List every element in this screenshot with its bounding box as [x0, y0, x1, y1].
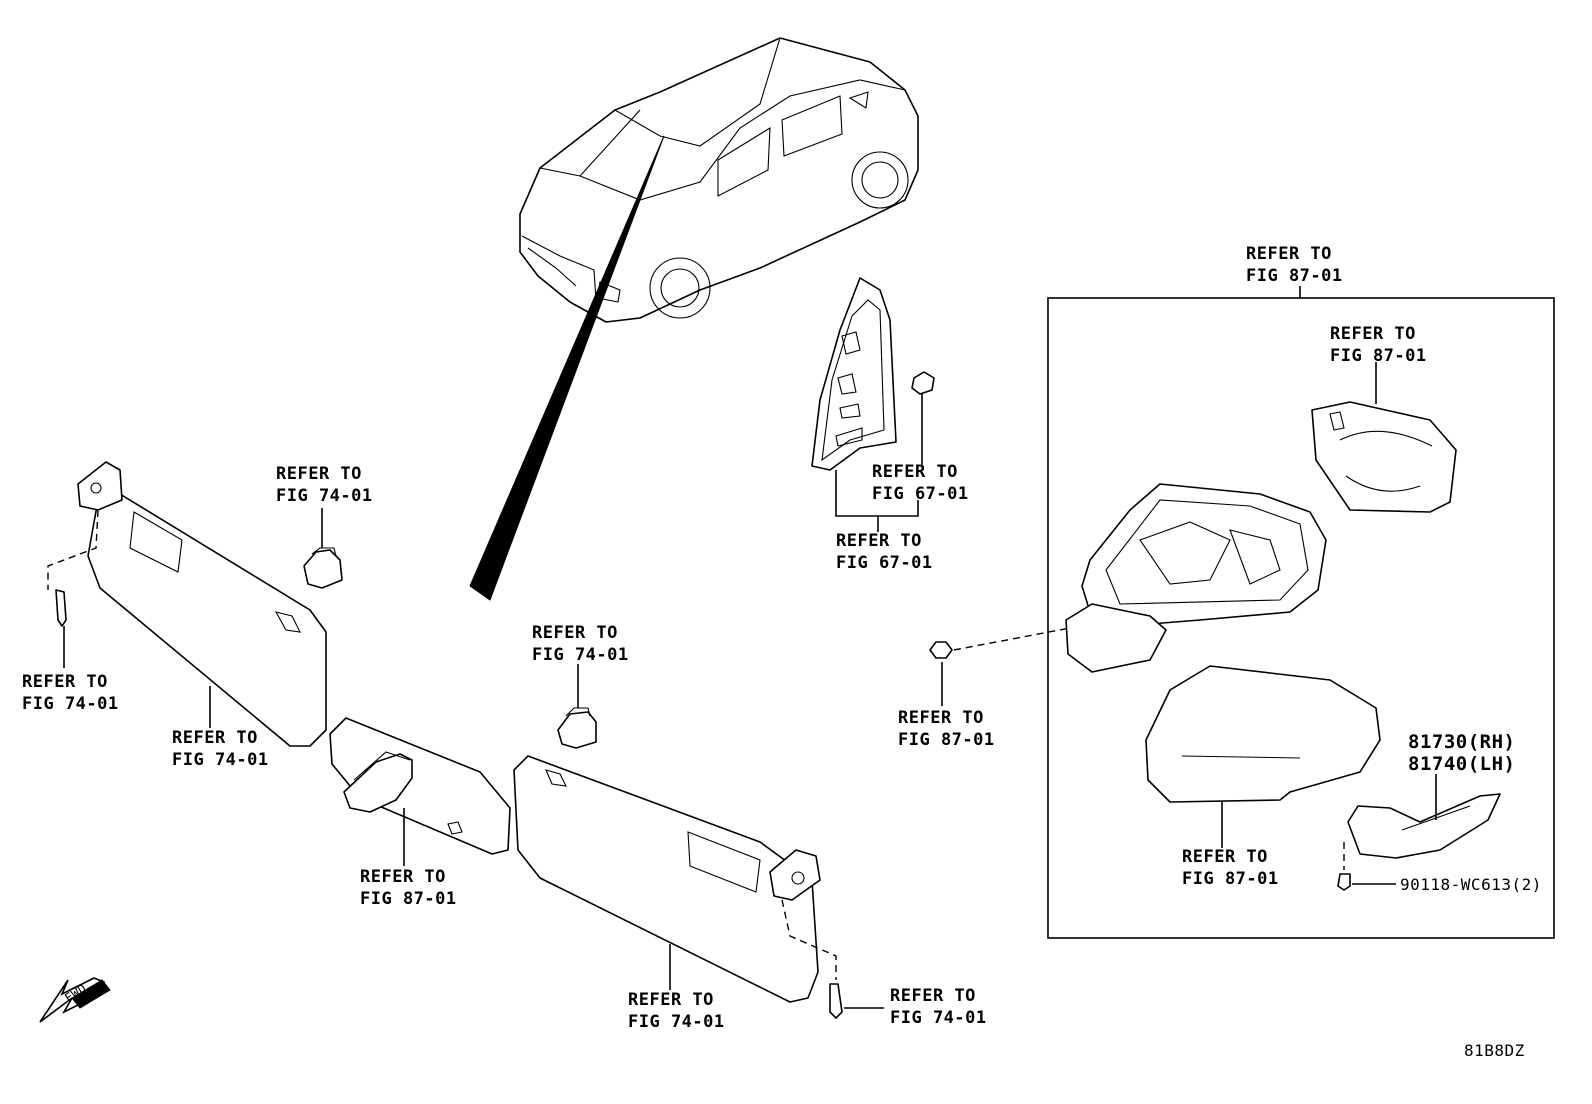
inner-mirror	[329, 717, 511, 866]
part-number-block: 81730(RH) 81740(LH)	[1408, 731, 1515, 775]
mirror-nut	[929, 627, 1071, 706]
callout-line-1: REFER TO	[890, 986, 976, 1006]
visor-holder-left	[303, 508, 343, 589]
outer-mirror-assembly	[1047, 286, 1555, 939]
screw-right-refer-label: REFER TO FIG 74-01	[890, 985, 987, 1029]
callout-line-1: REFER TO	[898, 708, 984, 728]
screw-part-number: 90118-WC613(2)	[1400, 875, 1542, 894]
callout-line-1: REFER TO	[22, 672, 108, 692]
inner-mirror-refer-label: REFER TO FIG 87-01	[360, 866, 457, 910]
glass-refer-label: REFER TO FIG 87-01	[1330, 323, 1427, 367]
callout-line-2: FIG 67-01	[872, 484, 969, 504]
cover-refer-label: REFER TO FIG 87-01	[1182, 846, 1279, 890]
garnish-panel	[811, 277, 935, 532]
garnish-refer-label: REFER TO FIG 67-01	[836, 530, 933, 574]
callout-line-2: FIG 74-01	[22, 694, 119, 714]
callout-line-1: REFER TO	[360, 867, 446, 887]
holder-left-refer-label: REFER TO FIG 74-01	[276, 463, 373, 507]
callout-line-1: REFER TO	[836, 531, 922, 551]
callout-line-2: FIG 74-01	[172, 750, 269, 770]
top-refer-label: REFER TO FIG 87-01	[1246, 243, 1343, 287]
callout-line-2: FIG 74-01	[276, 486, 373, 506]
vehicle-illustration	[469, 37, 919, 601]
nut-refer-label: REFER TO FIG 87-01	[898, 707, 995, 751]
callout-line-2: FIG 74-01	[890, 1008, 987, 1028]
holder-right-refer-label: REFER TO FIG 74-01	[532, 622, 629, 666]
callout-line-1: REFER TO	[172, 728, 258, 748]
callout-line-2: FIG 87-01	[1330, 346, 1427, 366]
callout-line-1: REFER TO	[872, 462, 958, 482]
visor-holder-right	[557, 664, 597, 749]
callout-line-2: FIG 67-01	[836, 553, 933, 573]
callout-line-2: FIG 87-01	[1246, 266, 1343, 286]
callout-line-1: REFER TO	[1330, 324, 1416, 344]
part-number-rh: 81730(RH)	[1408, 731, 1516, 753]
screw-left-refer-label: REFER TO FIG 74-01	[22, 671, 119, 715]
callout-line-1: REFER TO	[1182, 847, 1268, 867]
part-number-lh: 81740(LH)	[1408, 753, 1516, 775]
callout-line-2: FIG 74-01	[532, 645, 629, 665]
fwd-arrow-icon	[39, 977, 111, 1023]
visor-right-refer-label: REFER TO FIG 74-01	[628, 989, 725, 1033]
callout-line-2: FIG 87-01	[360, 889, 457, 909]
callout-line-1: REFER TO	[532, 623, 618, 643]
callout-line-2: FIG 74-01	[628, 1012, 725, 1032]
sun-visor-right	[513, 755, 884, 1019]
callout-line-1: REFER TO	[628, 990, 714, 1010]
callout-line-1: REFER TO	[1246, 244, 1332, 264]
visor-left-refer-label: REFER TO FIG 74-01	[172, 727, 269, 771]
figure-code: 81B8DZ	[1464, 1041, 1525, 1060]
sun-visor-left	[47, 461, 327, 747]
callout-line-1: REFER TO	[276, 464, 362, 484]
clip-refer-label: REFER TO FIG 67-01	[872, 461, 969, 505]
callout-line-2: FIG 87-01	[898, 730, 995, 750]
callout-line-2: FIG 87-01	[1182, 869, 1279, 889]
